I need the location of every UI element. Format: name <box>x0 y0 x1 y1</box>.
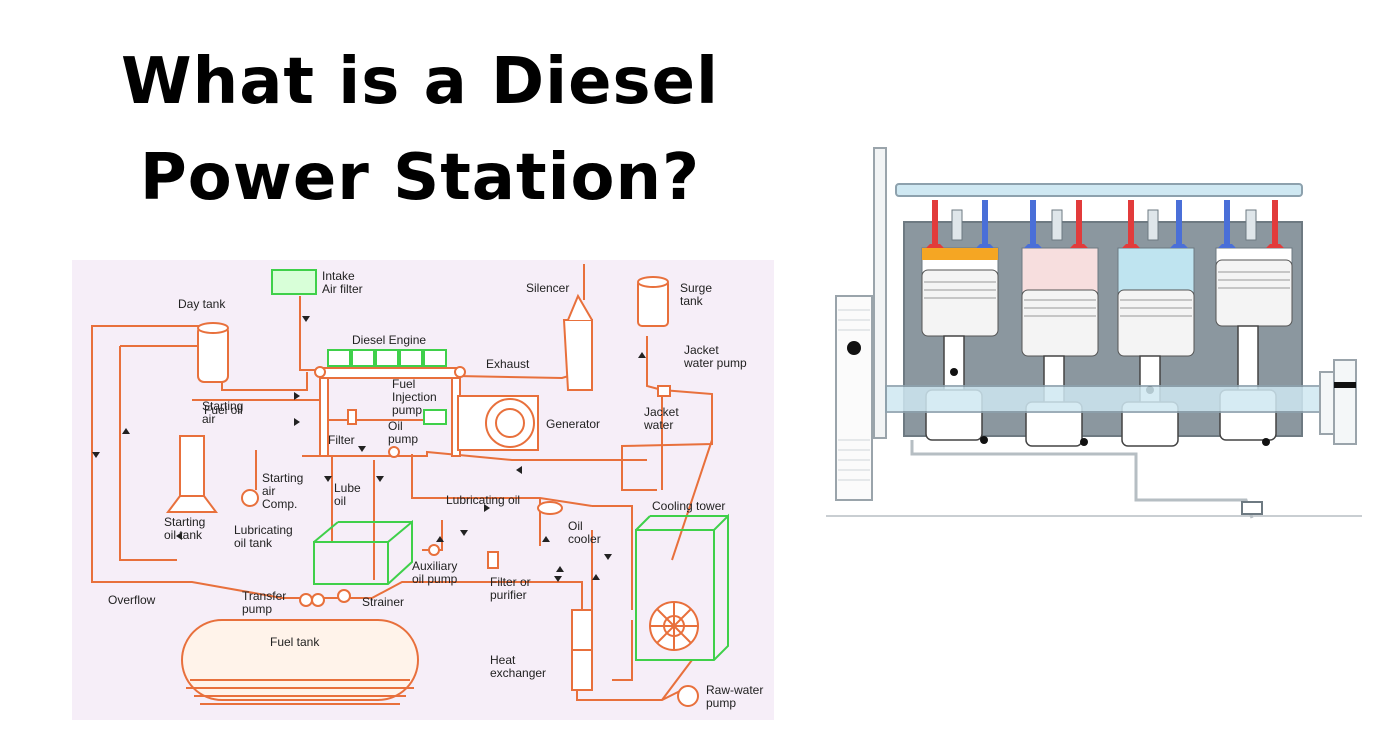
label-diesel-engine: Diesel Engine <box>352 333 426 347</box>
day-tank: Day tank <box>178 297 229 383</box>
title-line-2: Power Station? <box>139 141 701 215</box>
cylinder-4 <box>1215 247 1293 327</box>
oil-sump-line <box>910 440 1254 519</box>
flywheel-bolt-icon <box>847 341 861 355</box>
page-title: What is a Diesel Power Station? <box>110 34 730 226</box>
drain-plug-icon <box>1241 501 1263 515</box>
title-line-1: What is a Diesel <box>121 45 719 119</box>
flow-arrows <box>92 316 646 582</box>
label-generator: Generator <box>546 417 600 431</box>
label-silencer: Silencer <box>526 281 569 295</box>
silencer: Silencer Exhaust <box>486 264 593 391</box>
valves <box>926 200 1284 248</box>
cylinder-2 <box>1021 247 1099 357</box>
cylinder-3 <box>1117 247 1195 357</box>
label-cooling-tower: Cooling tower <box>652 499 725 513</box>
engine-cross-section <box>826 147 1362 519</box>
diesel-engine: Diesel Engine <box>314 333 466 457</box>
label-filter: Filter <box>328 433 355 447</box>
flywheel <box>835 147 887 501</box>
filter: Filter <box>328 409 357 447</box>
label-fuel-oil: Fuel oil <box>204 403 243 417</box>
schematic-background <box>72 260 774 720</box>
label-exhaust: Exhaust <box>486 357 530 371</box>
crankshaft <box>885 385 1337 413</box>
engine-block <box>903 221 1303 437</box>
cylinder-1 <box>921 247 999 337</box>
label-day-tank: Day tank <box>178 297 226 311</box>
fuel-tank: Fuel tank <box>181 619 419 705</box>
label-lubricating-oil: Lubricating oil <box>446 493 520 507</box>
crankshaft-end <box>1319 359 1357 445</box>
label-strainer: Strainer <box>362 595 404 609</box>
label-overflow: Overflow <box>108 593 156 607</box>
cooling-tower: Cooling tower <box>635 499 729 661</box>
generator: Generator <box>457 395 600 451</box>
camshaft <box>895 183 1303 197</box>
crank-pins <box>950 368 1270 446</box>
strainer: Strainer <box>337 589 404 609</box>
label-fuel-tank: Fuel tank <box>270 635 320 649</box>
